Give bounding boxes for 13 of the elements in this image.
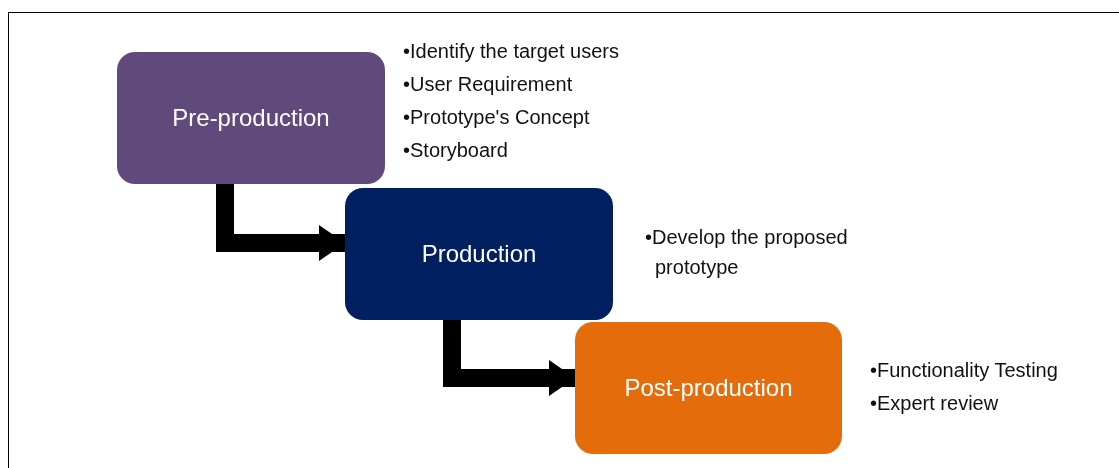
stage-box: [117, 52, 385, 184]
bullet-item: •Identify the target users: [403, 39, 620, 64]
stage-box: [575, 322, 842, 454]
bullet-item: •User Requirement: [403, 72, 574, 97]
stage-label: Production: [421, 239, 537, 269]
stage-box: [345, 188, 613, 320]
stage-label: Pre-production: [172, 103, 330, 133]
stage-label: Post-production: [624, 373, 793, 403]
bullet-item: •Expert review: [870, 391, 1000, 416]
bullet-item: •Develop the proposed prototype: [645, 225, 849, 280]
bullet-item: •Prototype's Concept: [403, 105, 591, 130]
bullet-item: •Storyboard: [403, 138, 509, 163]
bullet-item: •Functionality Testing: [870, 358, 1059, 383]
